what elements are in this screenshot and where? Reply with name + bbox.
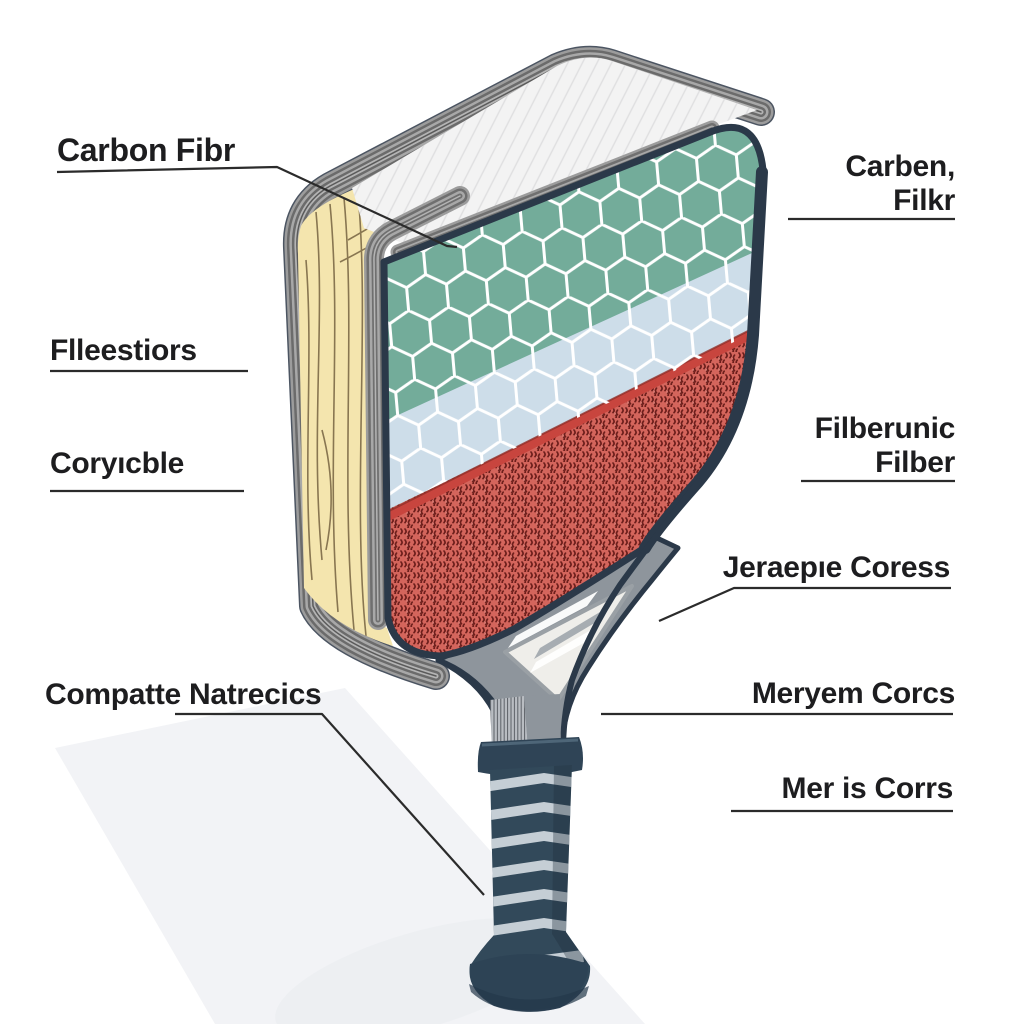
label-flleestiors: Flleestiors bbox=[50, 334, 197, 367]
leader-carbon-fibr bbox=[56, 165, 458, 249]
label-meris: Mer is Corrs bbox=[781, 772, 954, 805]
label-coryicble: Coryıcble bbox=[50, 447, 185, 480]
label-carbon-fibr: Carbon Fibr bbox=[57, 132, 236, 168]
label-jeraepie: Jeraepıe Coress bbox=[722, 551, 951, 584]
leader-compatte bbox=[175, 712, 485, 896]
neck bbox=[490, 694, 561, 752]
label-carben-filkr: Carben, Filkr bbox=[845, 150, 955, 217]
label-filberunic-filber: Filberunic Filber bbox=[814, 412, 956, 479]
label-compatte: Compatte Natrecics bbox=[45, 678, 322, 711]
handle-grip bbox=[469, 765, 591, 1013]
inner-edge-band bbox=[363, 186, 470, 630]
leader-lines bbox=[50, 165, 955, 896]
wood-grain-lines bbox=[305, 193, 393, 637]
label-carben-line1: Carben, bbox=[845, 150, 955, 183]
label-meryem: Meryem Corcs bbox=[751, 677, 955, 710]
leader-jeraepie bbox=[658, 586, 951, 623]
wood-core-side bbox=[297, 190, 448, 646]
label-filberunic-line2: Filber bbox=[875, 445, 955, 479]
label-carben-line2: Filkr bbox=[893, 183, 955, 217]
label-filberunic-line1: Filberunic bbox=[814, 412, 956, 445]
knit-texture bbox=[384, 310, 763, 656]
